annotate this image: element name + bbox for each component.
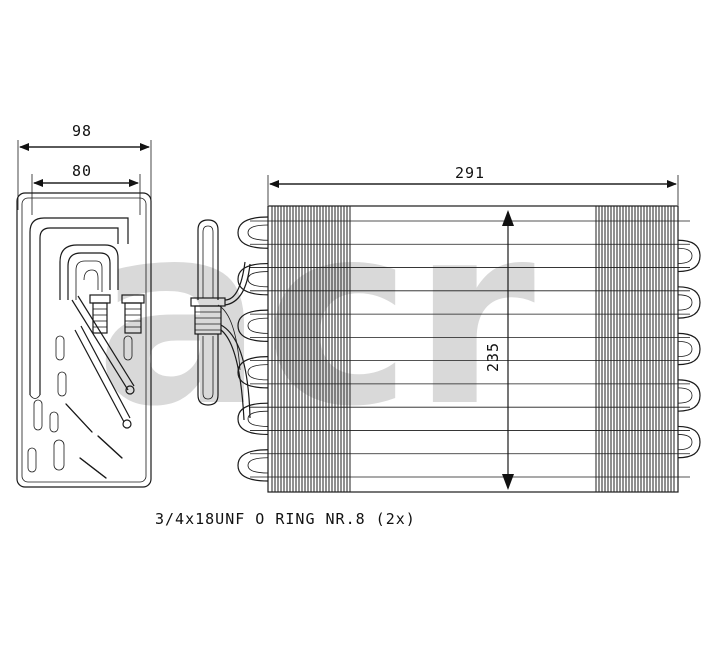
return-bend-inner bbox=[247, 410, 269, 427]
acr-watermark-logo: acr bbox=[95, 170, 535, 461]
return-bend bbox=[237, 356, 269, 389]
return-bend bbox=[677, 332, 701, 366]
return-bend-inner bbox=[677, 247, 693, 264]
return-bend bbox=[237, 262, 269, 296]
return-bend-inner bbox=[247, 271, 269, 288]
return-bend-inner bbox=[247, 317, 269, 334]
return-bends-left bbox=[237, 216, 269, 482]
return-bend bbox=[677, 379, 701, 412]
dimension-235-label: 235 bbox=[484, 342, 502, 372]
fin-block-right bbox=[595, 206, 675, 492]
return-bend-inner bbox=[247, 224, 269, 241]
dimension-80-label: 80 bbox=[72, 162, 92, 180]
dimension-291-label: 291 bbox=[455, 164, 485, 182]
side-view: 98 80 bbox=[16, 122, 152, 488]
tube-rows bbox=[250, 220, 690, 478]
dimension-235: 235 bbox=[484, 210, 514, 490]
return-bend bbox=[677, 286, 701, 319]
return-bend-inner bbox=[247, 364, 269, 381]
dimension-98: 98 bbox=[17, 122, 152, 210]
return-bend bbox=[677, 239, 701, 273]
return-bend bbox=[237, 449, 269, 482]
o-ring-note: 3/4x18UNF O RING NR.8 (2x) bbox=[155, 510, 416, 528]
return-bend-inner bbox=[677, 294, 693, 311]
return-bend-inner bbox=[677, 340, 693, 358]
return-bends-right bbox=[677, 239, 701, 459]
dimension-80: 80 bbox=[31, 162, 141, 215]
return-bend-inner bbox=[677, 387, 693, 404]
return-bend bbox=[237, 402, 269, 436]
return-bend bbox=[237, 309, 269, 342]
return-bend-inner bbox=[677, 434, 693, 451]
inlet-outlet-pipes bbox=[190, 219, 251, 421]
return-bend-inner bbox=[247, 457, 269, 474]
dimension-291: 291 bbox=[267, 164, 679, 205]
dimension-98-label: 98 bbox=[72, 122, 92, 140]
return-bend bbox=[677, 425, 701, 459]
return-bend bbox=[237, 216, 269, 249]
front-view: 291 235 bbox=[190, 164, 701, 493]
fin-block-left bbox=[271, 206, 351, 492]
watermark-logo-text: acr bbox=[95, 170, 535, 461]
